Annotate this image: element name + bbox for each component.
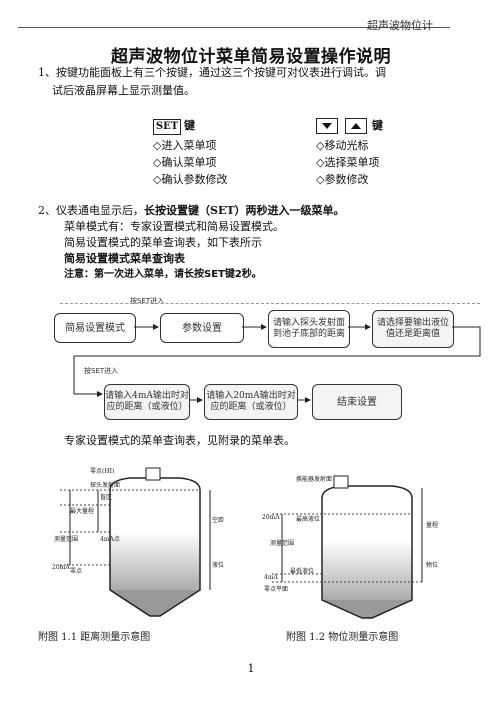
fig2-label-7: 零点平面 xyxy=(264,586,289,593)
figure1-caption: 附图 1.1 距离测量示意图 xyxy=(38,632,151,643)
fig2-label-2: 最高液位 xyxy=(296,516,321,523)
fig1-label-8: 液位 xyxy=(212,562,225,569)
table-title: 简易设置模式菜单查询表 xyxy=(64,252,185,265)
flow-box-end: 结束设置 xyxy=(312,384,402,420)
flow-box-output-choice: 请选择要输出液位值还是距离值 xyxy=(372,310,454,348)
page-title: 超声波物位计菜单简易设置操作说明 xyxy=(111,47,391,67)
flow-box-20ma: 请输入20mA输出时对应的距离（或液位） xyxy=(204,384,298,420)
section2-line3: 简易设置模式的菜单查询表，如下表所示 xyxy=(64,236,262,249)
figure1-diagram xyxy=(60,467,211,617)
down-arrow-key-icon xyxy=(316,118,338,134)
figure2-diagram xyxy=(272,475,423,619)
fig1-label-0: 零点(HI) xyxy=(90,468,115,475)
flow-row2-label: 按SET进入 xyxy=(84,367,119,375)
fig1-label-4: 测量范围 xyxy=(54,536,79,543)
set-key-suffix: 键 xyxy=(184,119,195,132)
flow-row1-guide xyxy=(60,303,480,304)
fig2-label-4: 测量范围 xyxy=(270,540,295,547)
fig2-label-8: 物位 xyxy=(426,562,439,569)
fig2-label-5: 最低液位 xyxy=(290,568,315,575)
flow-box-param-setting: 参数设置 xyxy=(160,313,244,343)
fig1-label-1: 探头发射面 xyxy=(90,482,121,489)
fig2-label-0: 换能器发射面 xyxy=(296,476,333,483)
arrow-wrap xyxy=(73,326,481,397)
set-function-2: ◇确认菜单项 xyxy=(153,156,217,169)
expert-note: 专家设置模式的菜单查询表，见附录的菜单表。 xyxy=(64,434,295,447)
arrow-function-2: ◇选择菜单项 xyxy=(316,156,380,169)
set-function-3: ◇确认参数修改 xyxy=(153,173,228,186)
fig1-label-6: 4mA点 xyxy=(100,536,120,543)
section2-line1-bold: 长按设置键（SET）两秒进入一级菜单。 xyxy=(144,204,345,217)
note-text: 注意：第一次进入菜单，请长按SET键2秒。 xyxy=(64,269,262,280)
arrow-function-3: ◇参数修改 xyxy=(316,173,369,186)
arrow-function-1: ◇移动光标 xyxy=(316,139,369,152)
flow-box-simple-mode: 简易设置模式 xyxy=(54,313,136,343)
figure2-caption: 附图 1.2 物位测量示意图 xyxy=(286,632,399,643)
fig1-label-5: 空距 xyxy=(212,517,225,524)
flow-row1-label: 按SET进入 xyxy=(130,297,165,305)
fig1-label-9: 零点 xyxy=(70,568,83,575)
fig2-label-3: 量程 xyxy=(426,522,439,529)
flow-box-4ma: 请输入4mA输出时对应的距离（或液位） xyxy=(104,384,190,420)
fig1-label-3: 最大量程 xyxy=(70,508,95,515)
page-number: 1 xyxy=(247,662,255,675)
section2-line1: 2、仪表通电显示后，长按设置键（SET）两秒进入一级菜单。 xyxy=(38,202,345,220)
arrow-key-suffix: 键 xyxy=(372,119,383,132)
fig2-label-6: 4mA xyxy=(264,574,278,581)
set-function-1: ◇进入菜单项 xyxy=(153,139,217,152)
set-key-icon: SET xyxy=(153,119,181,135)
header-rule xyxy=(18,27,450,28)
section2-line2: 菜单模式有：专家设置模式和简易设置模式。 xyxy=(64,220,284,233)
fig1-label-7: 20mA xyxy=(52,564,70,571)
fig1-label-2: 盲区 xyxy=(100,494,113,501)
up-arrow-key-icon xyxy=(345,118,367,134)
flow-box-probe-distance: 请输入探头发射面到池子底部的距离 xyxy=(268,310,350,348)
flow-arrows xyxy=(73,324,481,403)
fig2-label-1: 20mA xyxy=(262,514,280,521)
section1-line2: 试后液晶屏幕上显示测量值。 xyxy=(52,84,195,97)
section2-line1-prefix: 2、仪表通电显示后， xyxy=(38,204,144,217)
header-doc-name: 超声波物位计 xyxy=(367,19,433,32)
section1-line1: 1、按键功能面板上有三个按键，通过这三个按键可对仪表进行调试。调 xyxy=(38,66,386,79)
